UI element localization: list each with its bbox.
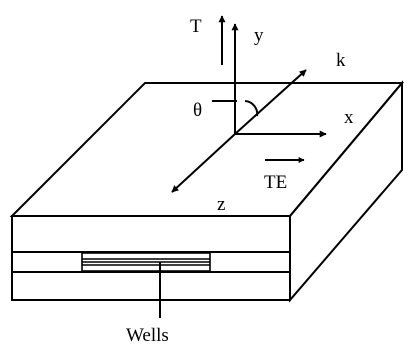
slab-front-face	[11, 215, 291, 301]
label-t: T	[190, 16, 202, 37]
wells-region	[81, 252, 211, 272]
label-wells: Wells	[126, 325, 169, 346]
label-te: TE	[264, 172, 287, 193]
z-axis-arrow	[171, 133, 236, 193]
label-x: x	[344, 107, 354, 128]
label-y: y	[254, 25, 264, 46]
slab-top-face	[9, 82, 405, 217]
theta-arc	[244, 100, 259, 117]
label-theta: θ	[193, 100, 202, 121]
label-k: k	[336, 50, 346, 71]
k-vector-arrow	[234, 69, 307, 135]
label-z: z	[217, 194, 225, 215]
